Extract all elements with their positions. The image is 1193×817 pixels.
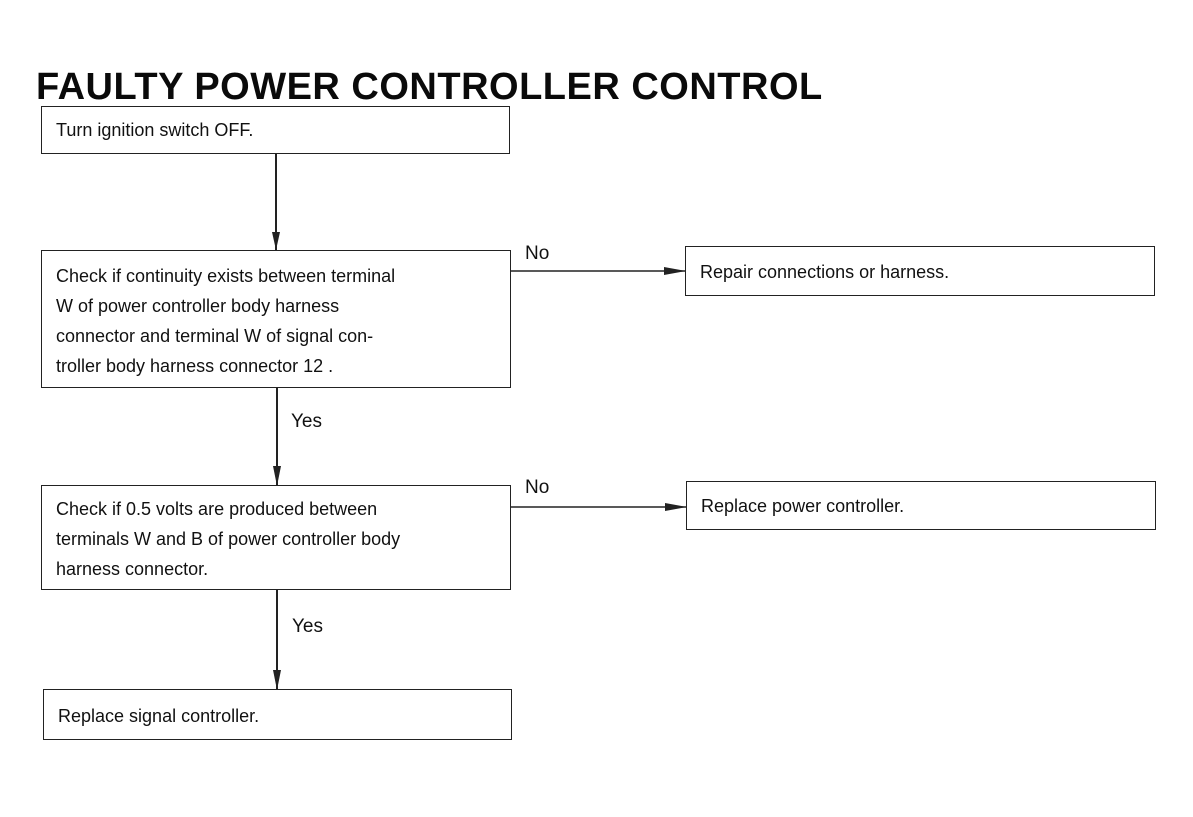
repair-connections-box: Repair connections or harness.	[685, 246, 1155, 296]
arrowhead-check2	[273, 466, 281, 486]
arrowhead-repair	[664, 267, 686, 275]
replace-power-controller-text: Replace power controller.	[701, 496, 905, 516]
repair-connections-text: Repair connections or harness.	[700, 262, 950, 282]
arrowhead-replace-signal	[273, 670, 281, 690]
step-turn-ignition-off: Turn ignition switch OFF.	[41, 106, 510, 154]
yes-label-voltage: Yes	[292, 616, 323, 637]
no-label-continuity: No	[525, 243, 550, 264]
arrowhead-check1	[272, 232, 280, 250]
yes-label-continuity: Yes	[291, 411, 322, 432]
replace-signal-controller-box: Replace signal controller.	[43, 689, 512, 740]
page-title: FAULTY POWER CONTROLLER CONTROL	[36, 66, 823, 108]
check-continuity-text: Check if continuity exists between termi…	[56, 266, 396, 376]
check-voltage-text: Check if 0.5 volts are produced between …	[56, 499, 401, 579]
check-continuity-box: Check if continuity exists between termi…	[41, 250, 511, 388]
replace-power-controller-box: Replace power controller.	[686, 481, 1156, 530]
arrowhead-replace-power	[665, 503, 687, 511]
replace-signal-controller-text: Replace signal controller.	[58, 706, 260, 726]
step-turn-ignition-off-text: Turn ignition switch OFF.	[56, 120, 254, 140]
no-label-voltage: No	[525, 477, 550, 498]
check-voltage-box: Check if 0.5 volts are produced between …	[41, 485, 511, 590]
